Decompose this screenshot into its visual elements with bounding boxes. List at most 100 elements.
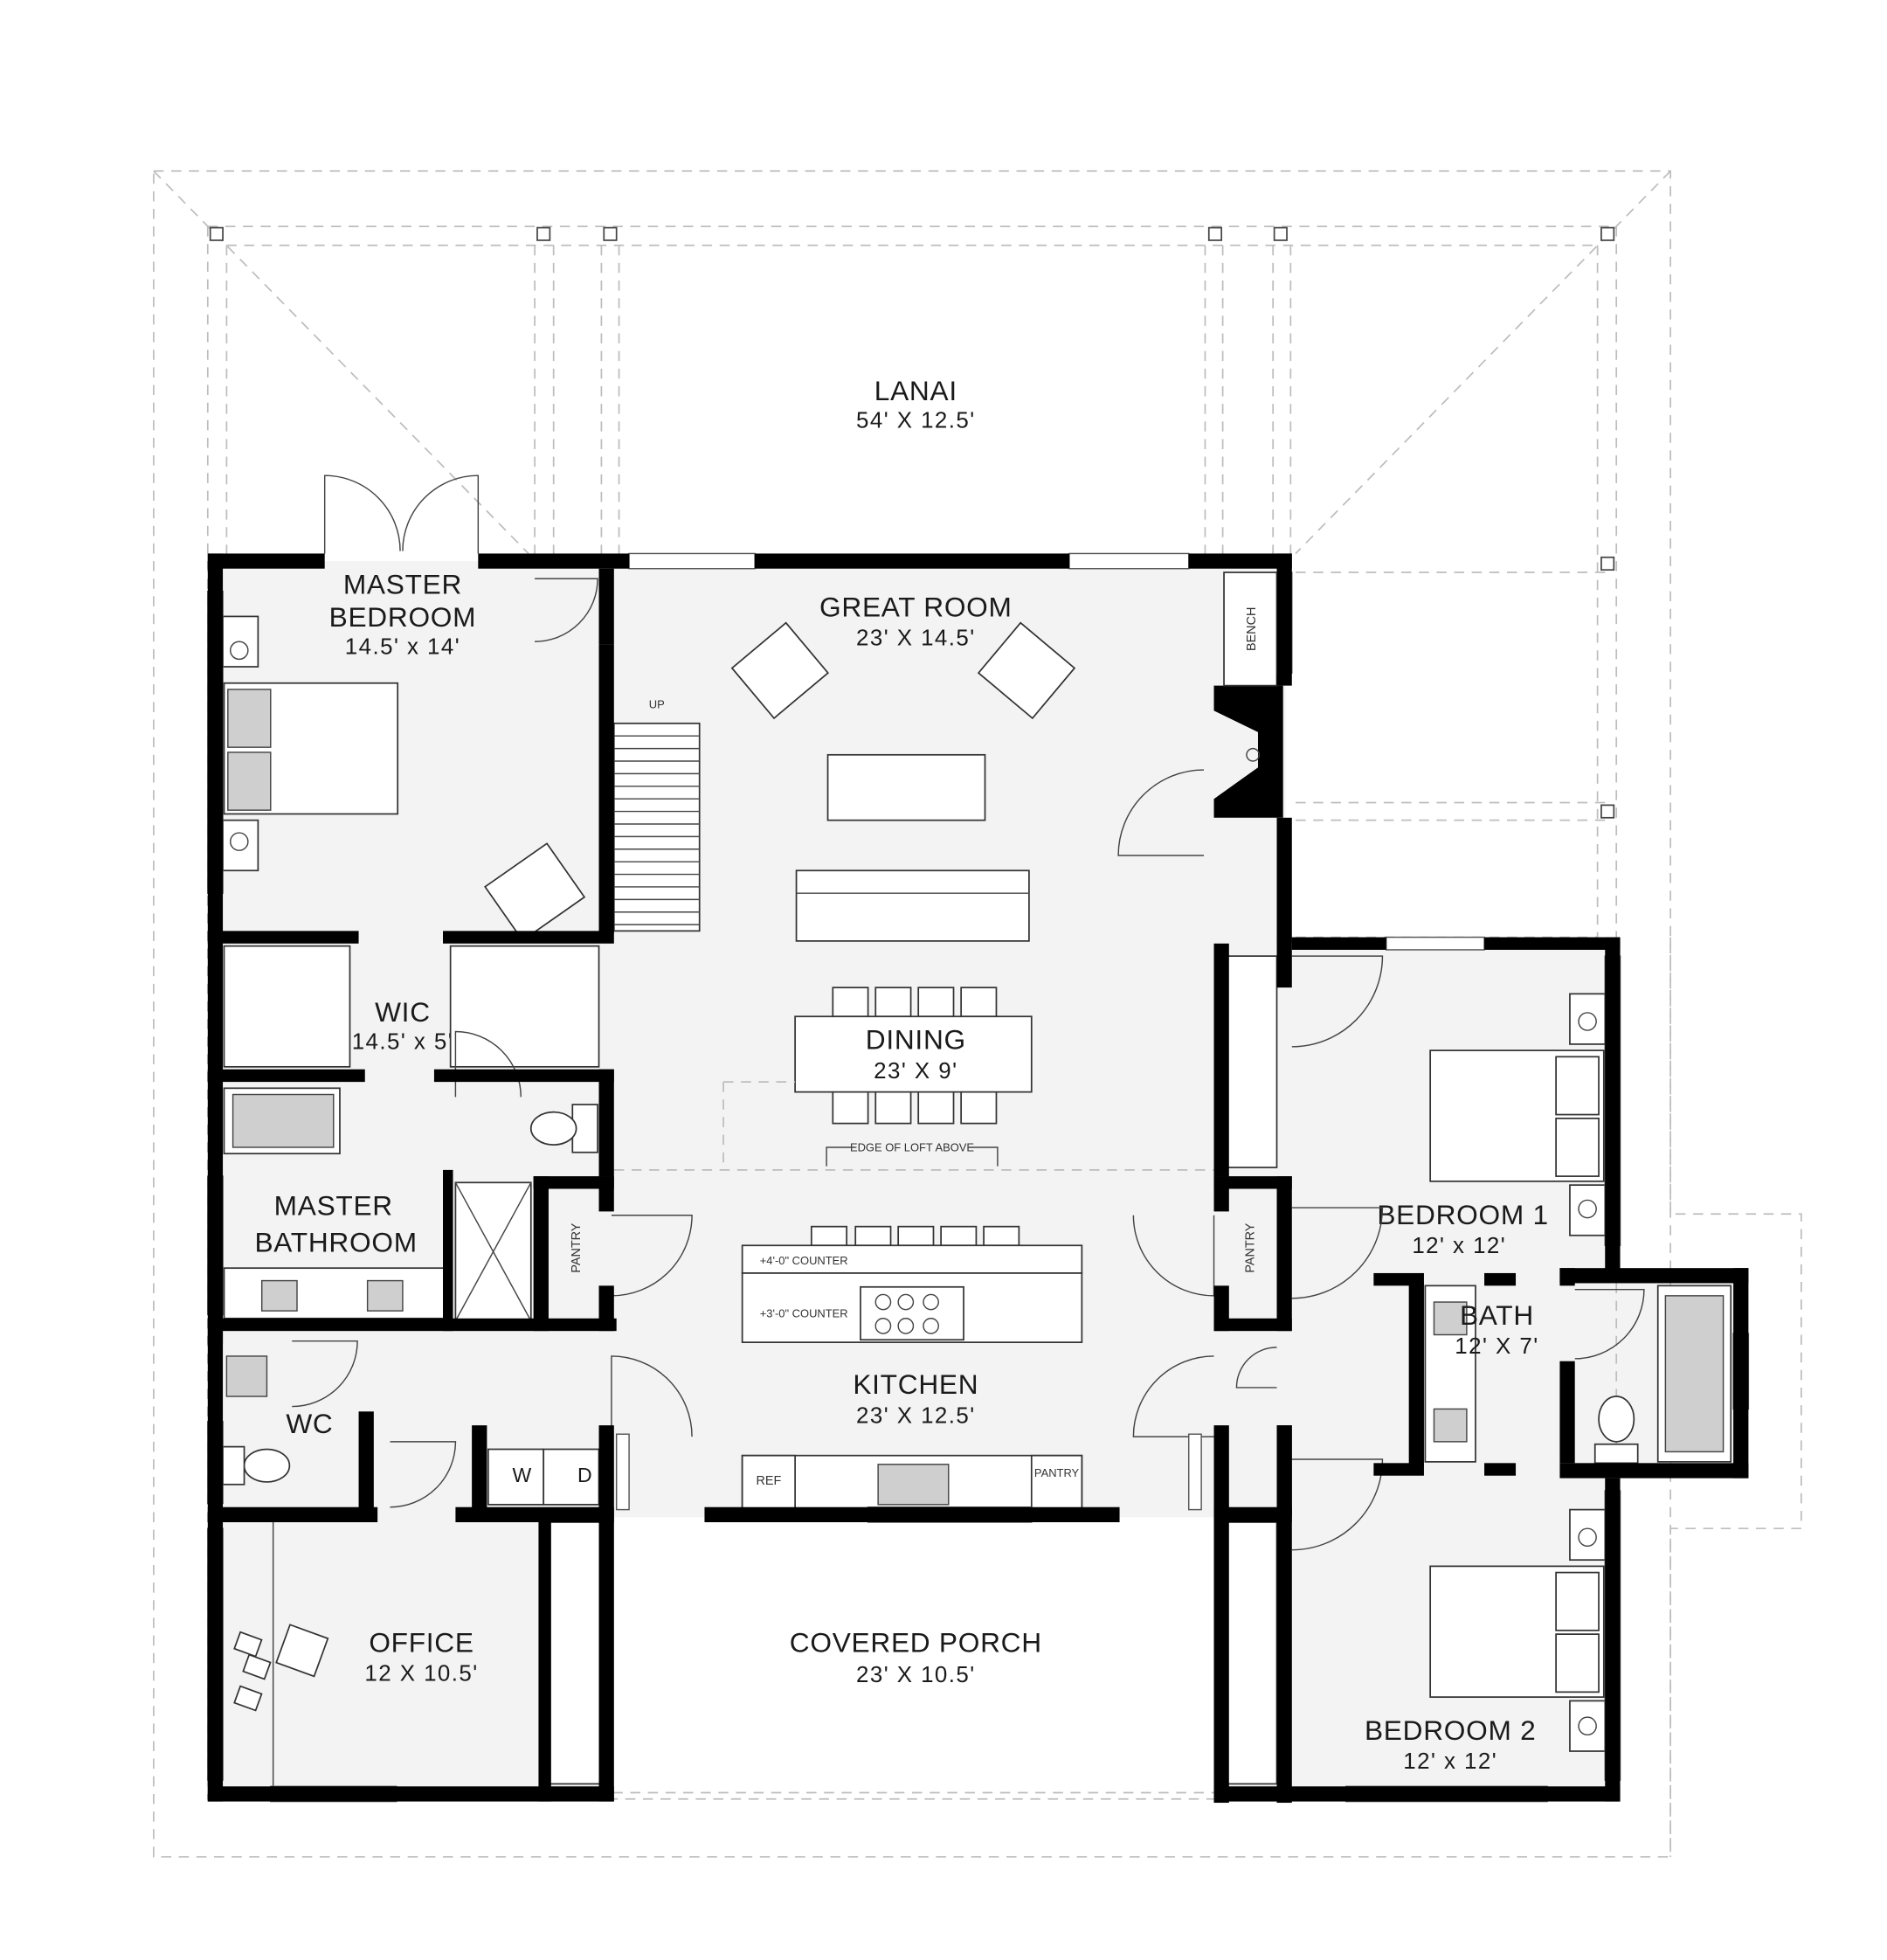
door-swing	[611, 1214, 693, 1297]
master-bedroom-label-1: MASTER	[343, 569, 462, 600]
french-door	[323, 474, 401, 554]
refrigerator	[741, 1454, 796, 1510]
bench	[1223, 571, 1278, 687]
door-swing	[1291, 1207, 1384, 1299]
dining-chair	[874, 1091, 912, 1125]
counter-low-label: +3'-0" COUNTER	[760, 1306, 848, 1319]
wall	[1213, 1786, 1621, 1802]
dining-label: DINING	[866, 1024, 966, 1056]
wall	[1733, 1268, 1749, 1479]
door-swing	[1132, 1355, 1214, 1437]
dining-chair	[917, 1091, 955, 1125]
french-door	[402, 474, 480, 554]
master-bathroom-label-1: MASTER	[274, 1190, 393, 1222]
wall	[1605, 937, 1621, 1278]
fireplace	[1213, 685, 1283, 818]
pantry-right-label: PANTRY	[1244, 1222, 1258, 1272]
fixtures: BENCH EDGE OF LOFT ABOVE +4'-0" COUNTER …	[222, 571, 1732, 1787]
burner	[923, 1318, 939, 1334]
wall	[704, 1506, 1120, 1522]
kitchen-pantry	[1030, 1454, 1083, 1510]
walls	[207, 553, 1749, 1804]
vanity	[223, 1267, 446, 1319]
loft-edge-label: EDGE OF LOFT ABOVE	[850, 1140, 974, 1153]
post	[209, 226, 224, 241]
dining-chair	[832, 987, 869, 1018]
nightstand	[1569, 1508, 1607, 1562]
wall	[1213, 1176, 1229, 1212]
master-bedroom-label-2: BEDROOM	[329, 601, 477, 633]
door-swing	[1291, 955, 1384, 1048]
lanai-posts	[209, 226, 1615, 819]
wall	[207, 553, 224, 1802]
nightstand	[222, 819, 259, 872]
wall	[1484, 1463, 1517, 1476]
dining-chair	[874, 987, 912, 1018]
wc-label: WC	[286, 1408, 333, 1439]
counter-high-label: +4'-0" COUNTER	[760, 1254, 848, 1267]
wic-size: 14.5' x 5'	[352, 1030, 453, 1055]
wall	[1213, 1425, 1229, 1516]
office-size: 12 X 10.5'	[364, 1661, 478, 1686]
wall	[207, 1318, 617, 1332]
armchair	[730, 621, 830, 720]
wall	[1276, 817, 1292, 944]
lanai-size: 54' X 12.5'	[856, 408, 976, 433]
wall	[1276, 1176, 1292, 1332]
dryer-label: D	[577, 1464, 592, 1486]
post	[1600, 804, 1615, 819]
wall	[207, 1069, 365, 1083]
covered-porch-size: 23' X 10.5'	[856, 1663, 976, 1687]
closet	[549, 1521, 601, 1785]
wall	[538, 1515, 551, 1802]
closet	[1226, 1521, 1278, 1785]
wall	[1213, 1506, 1292, 1522]
post	[603, 226, 618, 241]
great-room-size: 23' X 14.5'	[856, 627, 976, 651]
nightstand	[1569, 1700, 1607, 1752]
wall	[1559, 1268, 1575, 1286]
covered-porch-label: COVERED PORCH	[790, 1626, 1042, 1658]
bedroom2-size: 12' x 12'	[1403, 1749, 1497, 1774]
bar-stool	[983, 1225, 1020, 1247]
wall	[598, 1425, 614, 1516]
office-chair	[275, 1624, 329, 1678]
door-swing	[535, 578, 598, 642]
nightstand	[1569, 1184, 1607, 1236]
post	[536, 226, 551, 241]
dining-size: 23' X 9'	[874, 1059, 957, 1084]
post	[1207, 226, 1223, 241]
wall	[1213, 943, 1229, 1177]
washer-label: W	[512, 1464, 531, 1486]
wall	[1213, 1176, 1292, 1189]
door-swing	[1132, 1215, 1215, 1297]
office-label: OFFICE	[369, 1626, 473, 1658]
wall	[472, 1425, 487, 1516]
staircase	[612, 722, 701, 932]
window	[615, 1433, 630, 1511]
dining-chair	[832, 1091, 869, 1125]
kitchen-sink	[877, 1464, 950, 1506]
post	[1273, 226, 1288, 241]
pantry-left-label: PANTRY	[570, 1222, 584, 1272]
armchair	[977, 621, 1076, 720]
wall	[207, 1331, 224, 1344]
wc-sink	[225, 1355, 268, 1397]
wall	[1559, 1361, 1575, 1464]
burner	[897, 1293, 915, 1311]
wall	[1213, 1318, 1292, 1332]
lanai-label: LANAI	[874, 375, 957, 406]
door-swing	[1117, 769, 1205, 856]
post	[1600, 226, 1615, 241]
wall	[533, 1176, 549, 1332]
wall	[443, 931, 614, 944]
closet	[1226, 955, 1278, 1168]
wall	[755, 553, 1069, 569]
burner	[874, 1293, 892, 1311]
bench-label: BENCH	[1245, 607, 1259, 651]
wall	[207, 553, 325, 569]
wall	[598, 1515, 614, 1802]
ref-label: REF	[757, 1474, 782, 1488]
sofa	[795, 869, 1030, 942]
wall	[1276, 1425, 1292, 1804]
